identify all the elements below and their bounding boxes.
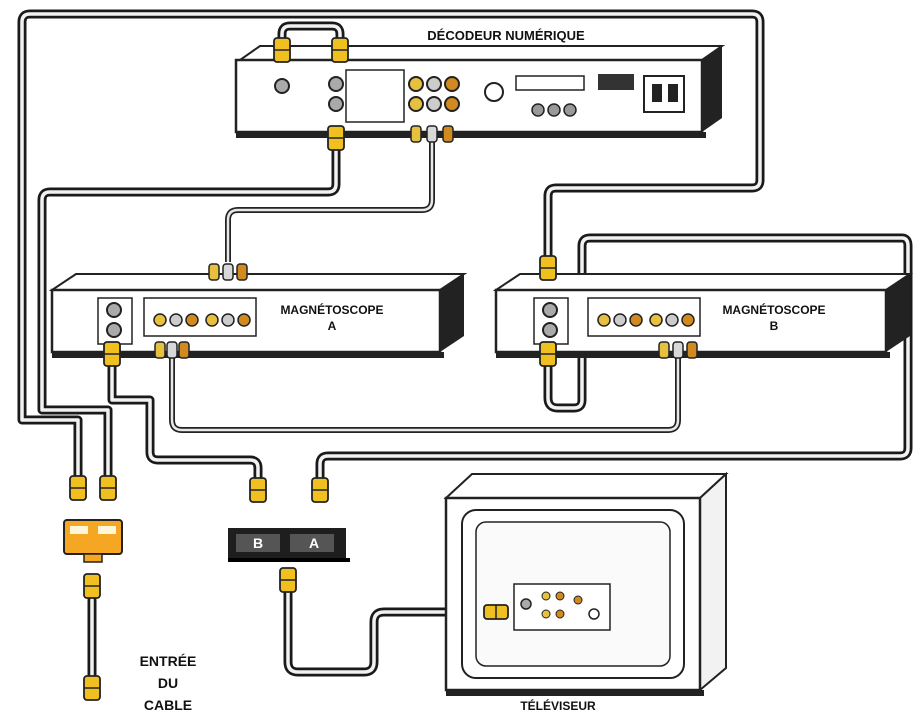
coax-connector-icon — [103, 341, 121, 367]
vcr-b-label-line2: B — [770, 319, 779, 333]
tv-device — [443, 471, 729, 696]
rca-plug-icon — [154, 341, 166, 359]
coax-cables — [17, 9, 913, 685]
switch-label-a: A — [309, 535, 319, 551]
cable-input-label-line3: CABLE — [144, 697, 192, 713]
av-vcr-a-to-vcr-b — [169, 356, 681, 433]
vcr-b-label-line1: MAGNÉTOSCOPE — [722, 302, 825, 317]
rca-plug-icon — [208, 263, 220, 281]
coax-connector-icon — [311, 477, 329, 503]
cable-input-label-line1: ENTRÉE — [140, 653, 197, 669]
cable-input-label-line2: DU — [158, 675, 178, 691]
vcr-b-device — [492, 273, 913, 358]
ab-switch-icon — [228, 528, 350, 562]
coax-connector-icon — [279, 567, 297, 593]
rca-plug-icon — [426, 125, 438, 143]
coax-connector-icon — [99, 475, 117, 501]
coax-connector-icon — [483, 604, 509, 620]
tv-label: TÉLÉVISEUR — [520, 698, 596, 713]
av-decoder-to-vcr-a — [225, 140, 435, 262]
vcr-a-label-line1: MAGNÉTOSCOPE — [280, 302, 383, 317]
rca-plug-icon — [686, 341, 698, 359]
av-cables — [169, 140, 681, 433]
coax-connector-icon — [539, 255, 557, 281]
splitter-icon — [63, 519, 123, 563]
rca-plug-icon — [442, 125, 454, 143]
decoder-device — [234, 45, 726, 138]
rca-plug-icon — [222, 263, 234, 281]
decoder-label: DÉCODEUR NUMÉRIQUE — [427, 28, 585, 43]
coax-connector-icon — [83, 675, 101, 701]
coax-connector-icon — [83, 573, 101, 599]
rca-plug-icon — [672, 341, 684, 359]
av-plugs — [154, 125, 698, 359]
rca-plug-icon — [178, 341, 190, 359]
rca-plug-icon — [166, 341, 178, 359]
coax-connector-icon — [327, 125, 345, 151]
rca-plug-icon — [658, 341, 670, 359]
coax-connector-icon — [331, 37, 349, 63]
coax-connector-icon — [69, 475, 87, 501]
coax-connector-icon — [249, 477, 267, 503]
rca-plug-icon — [410, 125, 422, 143]
rca-plug-icon — [236, 263, 248, 281]
coax-connectors — [69, 37, 557, 701]
coax-connector-icon — [273, 37, 291, 63]
vcr-a-label-line2: A — [328, 319, 337, 333]
coax-connector-icon — [539, 341, 557, 367]
switch-label-b: B — [253, 535, 263, 551]
